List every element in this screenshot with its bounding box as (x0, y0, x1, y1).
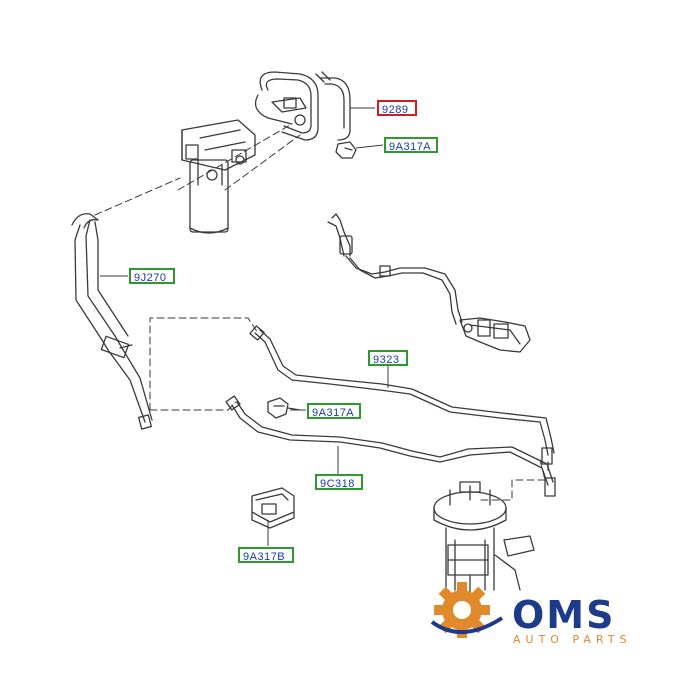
fuel-pipe-9323 (249, 325, 555, 471)
gear-icon (430, 582, 504, 638)
clip-9a317a-mid (267, 397, 301, 419)
clip-9a317b (251, 487, 295, 529)
callout-9a317a-mid[interactable]: 9A317A (307, 403, 361, 419)
callout-9a317b[interactable]: 9A317B (238, 547, 294, 563)
fuel-pipe-9j270 (71, 213, 153, 430)
sensor-harness (327, 213, 531, 353)
callout-9a317a-top[interactable]: 9A317A (384, 137, 438, 153)
callout-leaders (100, 107, 389, 546)
fuel-filter-assembly (181, 119, 256, 234)
fuel-line-loop-9289 (254, 71, 351, 141)
callout-9j270[interactable]: 9J270 (129, 268, 175, 284)
clip-9a317a-top (335, 141, 357, 159)
logo-name: OMS (512, 593, 616, 637)
fuel-pipe-9c318 (225, 395, 556, 497)
callout-9323[interactable]: 9323 (368, 350, 408, 366)
callout-9289[interactable]: 9289 (377, 100, 417, 116)
fuel-pump-module (433, 481, 535, 601)
callout-9c318[interactable]: 9C318 (315, 474, 363, 490)
logo-tagline: AUTO PARTS (513, 633, 632, 646)
assembly-dash-lines (94, 124, 546, 501)
